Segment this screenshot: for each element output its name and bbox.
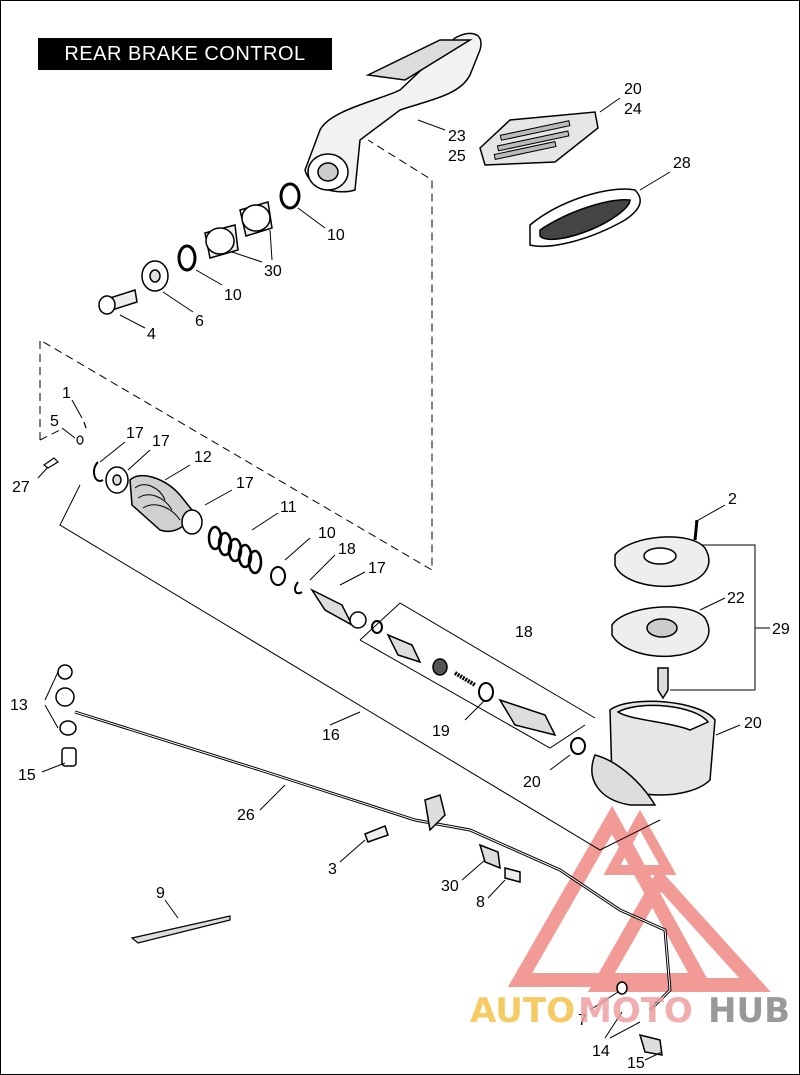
callout-10a: 10 [327, 227, 345, 244]
callout-19: 20 [624, 81, 642, 98]
callout-7: 7 [578, 1012, 587, 1029]
brake-pedal [304, 32, 482, 193]
callout-3: 3 [328, 861, 337, 878]
callout-24: 25 [448, 148, 466, 165]
diagram-title: REAR BRAKE CONTROL [38, 38, 332, 70]
callout-29: 30 [264, 263, 282, 280]
callout-15b: 15 [627, 1055, 645, 1072]
watermark-logo [507, 805, 771, 992]
callout-6: 6 [195, 313, 204, 330]
reservoir-assembly [591, 519, 716, 806]
callout-23: 24 [624, 101, 642, 118]
watermark-hub: HUB [708, 991, 790, 1031]
cable-tie [130, 915, 231, 944]
callout-15a: 15 [18, 767, 36, 784]
callout-20a: 19 [432, 723, 450, 740]
callout-20c: 20 [744, 715, 762, 732]
callout-22: 23 [448, 128, 466, 145]
master-cylinder-internals [92, 461, 367, 629]
brake-line [74, 710, 672, 1012]
callout-17d: 17 [368, 560, 386, 577]
callout-26: 26 [237, 807, 255, 824]
callout-14a: 13 [10, 697, 28, 714]
callout-28: 29 [772, 621, 790, 638]
callout-18a: 18 [338, 541, 356, 558]
callout-9: 9 [156, 885, 165, 902]
callout-8: 8 [476, 894, 485, 911]
callout-10b: 10 [224, 287, 242, 304]
callout-1: 1 [62, 385, 71, 402]
pivot-hardware [98, 182, 301, 315]
callout-17b: 17 [152, 433, 170, 450]
watermark-text: AUTO MOTO HUB [470, 991, 790, 1031]
callout-20b: 20 [523, 774, 541, 791]
small-pins [42, 421, 87, 469]
callout-12: 11 [280, 499, 297, 516]
callout-11: 10 [318, 525, 336, 542]
callout-labels: 23 25 20 24 28 10 30 10 6 4 1 5 27 17 17… [10, 81, 790, 1072]
pedal-pad-insert [529, 188, 641, 248]
callout-30: 30 [441, 878, 459, 895]
callout-16: 16 [322, 727, 340, 744]
watermark-auto: AUTO [470, 991, 575, 1031]
assembly-dash-outline [39, 139, 433, 571]
callout-14b: 14 [592, 1043, 610, 1060]
callout-13: 12 [194, 449, 212, 466]
callout-17c: 17 [236, 475, 254, 492]
callout-5: 5 [50, 413, 59, 430]
callout-25: 27 [12, 479, 30, 496]
callout-2: 2 [728, 491, 737, 508]
leader-lines [37, 97, 770, 1061]
callout-4: 4 [147, 326, 156, 343]
callout-27: 28 [673, 155, 691, 172]
callout-18b: 18 [515, 624, 533, 641]
pedal-pad [479, 111, 599, 166]
valve-parts [371, 620, 586, 755]
watermark-moto: MOTO [578, 991, 693, 1031]
callout-17a: 17 [126, 425, 144, 442]
callout-21: 22 [727, 590, 745, 607]
assembly-outlines [59, 484, 756, 851]
